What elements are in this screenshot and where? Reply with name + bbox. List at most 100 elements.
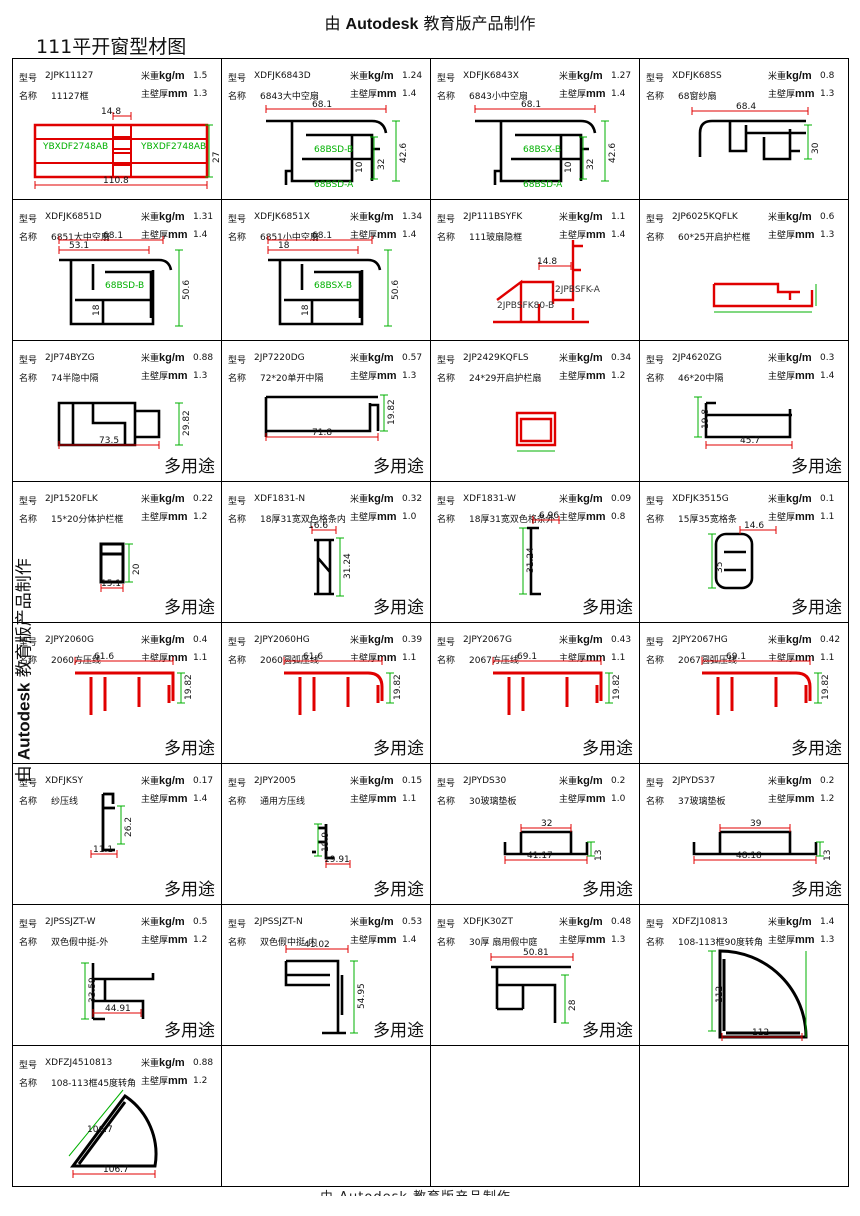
dimension-label: 10 <box>355 161 365 173</box>
wall-label-text: 主壁厚 <box>559 513 587 523</box>
weight-label: 米重kg/m <box>141 915 185 928</box>
weight-label: 米重kg/m <box>141 69 185 82</box>
dimension-label: 50.6 <box>182 280 192 300</box>
dimension-label: 19.82 <box>821 674 831 700</box>
weight-value: 0.48 <box>611 917 632 927</box>
name-label: 名称 <box>19 656 38 666</box>
weight-label-text: 米重 <box>559 72 578 82</box>
dimension-label: 106.7 <box>87 1125 113 1135</box>
dimension-label: 32 <box>541 819 552 829</box>
wall-value: 1.3 <box>193 371 208 381</box>
model-value: XDF1831-W <box>463 494 516 504</box>
name-label: 名称 <box>19 92 38 102</box>
wall-label: 主壁厚mm <box>768 228 815 241</box>
model-label: 型号 <box>437 920 456 930</box>
weight-label-text: 米重 <box>350 777 369 787</box>
name-value: 108-113框45度转角 <box>51 1079 137 1089</box>
weight-label: 米重kg/m <box>768 774 812 787</box>
model-label: 型号 <box>228 920 247 930</box>
weight-label-text: 米重 <box>559 495 578 505</box>
model-label: 型号 <box>646 920 665 930</box>
sash2-profile <box>268 258 382 326</box>
weight-label: 米重kg/m <box>350 69 394 82</box>
wall-unit: mm <box>168 88 188 100</box>
model-value: XDFJK68SS <box>672 71 722 81</box>
name-value: 18厚31宽双色格条内 <box>260 515 346 525</box>
dimension-label: 19.82 <box>612 674 622 700</box>
name-value: 46*20中隔 <box>678 374 724 384</box>
weight-value: 0.1 <box>820 494 835 504</box>
profile-tag: 68BSD-B <box>314 145 353 155</box>
profile-tag: YBXDF2748AB <box>140 142 206 152</box>
wall-label: 主壁厚mm <box>141 510 188 523</box>
wall-value: 1.3 <box>820 935 835 945</box>
name-label: 名称 <box>437 233 456 243</box>
frame-core <box>112 136 132 166</box>
dimension-label: 45.7 <box>740 436 760 446</box>
wall-unit: mm <box>795 88 815 100</box>
profile-section-drawing: 69.119.82 <box>492 652 622 715</box>
wall-value: 1.4 <box>402 935 417 945</box>
name-label: 名称 <box>646 374 665 384</box>
name-label: 名称 <box>228 233 247 243</box>
dimension-label: 26.2 <box>124 817 134 837</box>
weight-label-text: 米重 <box>141 354 160 364</box>
dimension-label: 14.8 <box>101 107 121 117</box>
wall-unit: mm <box>168 511 188 523</box>
wall-value: 1.0 <box>402 512 417 522</box>
model-value: XDFJKSY <box>45 776 84 786</box>
wall-unit: mm <box>168 793 188 805</box>
hidden-profile <box>493 240 589 324</box>
wall-label: 主壁厚mm <box>768 87 815 100</box>
weight-label-text: 米重 <box>350 495 369 505</box>
wall-value: 0.8 <box>611 512 626 522</box>
weight-unit: kg/m <box>786 352 812 364</box>
model-value: 2JPYDS30 <box>463 776 507 786</box>
weight-label: 米重kg/m <box>141 774 185 787</box>
model-label: 型号 <box>646 497 665 507</box>
model-value: 2JPY2067HG <box>672 635 728 645</box>
wall-value: 1.2 <box>611 371 626 381</box>
profile-section-drawing: 69.119.82 <box>701 652 831 715</box>
fake-in-profile <box>284 959 346 1035</box>
weight-value: 0.8 <box>820 71 835 81</box>
wall-unit: mm <box>795 934 815 946</box>
weight-value: 0.6 <box>820 212 835 222</box>
name-label: 名称 <box>646 92 665 102</box>
wall-label: 主壁厚mm <box>141 228 188 241</box>
dimension-label: 68.1 <box>312 100 332 110</box>
model-value: XDF1831-N <box>254 494 306 504</box>
weight-label: 米重kg/m <box>350 351 394 364</box>
name-value: 通用方压线 <box>260 797 306 807</box>
weight-unit: kg/m <box>368 634 394 646</box>
wall-label: 主壁厚mm <box>141 792 188 805</box>
name-value: 6843小中空扇 <box>469 92 528 102</box>
wall-label-text: 主壁厚 <box>768 231 796 241</box>
wall-label: 主壁厚mm <box>559 369 606 382</box>
wall-label-text: 主壁厚 <box>559 936 587 946</box>
wall-value: 1.2 <box>820 794 835 804</box>
corner90-profile <box>718 949 808 1039</box>
name-label: 名称 <box>19 374 38 384</box>
header-prefix: 由 <box>324 14 341 33</box>
model-value: XDFJK6843D <box>254 71 311 81</box>
dimension-label: 28 <box>568 999 578 1011</box>
model-label: 型号 <box>19 356 38 366</box>
weight-unit: kg/m <box>159 775 185 787</box>
bead-profile <box>284 671 384 715</box>
weight-value: 0.53 <box>402 917 423 927</box>
name-value: 37玻璃垫板 <box>678 797 726 807</box>
profile-section-drawing: 19.845.7 <box>694 396 793 449</box>
name-label: 名称 <box>646 515 665 525</box>
